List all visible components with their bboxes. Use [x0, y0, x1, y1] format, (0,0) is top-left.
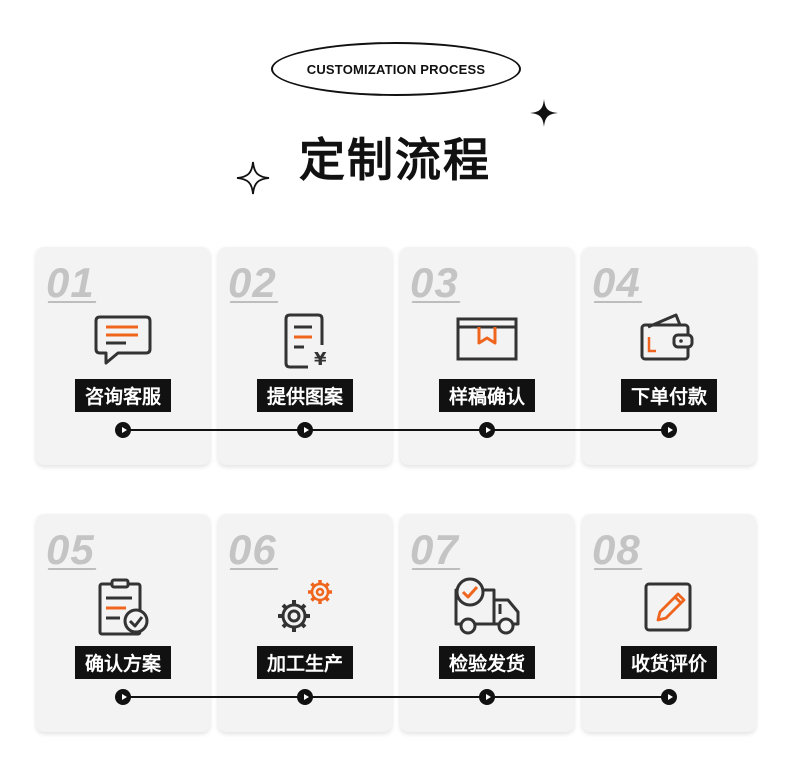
step-card-01: 01 咨询客服: [36, 247, 210, 465]
svg-text:¥: ¥: [314, 349, 327, 370]
step-number: 05: [46, 526, 95, 573]
step-label: 咨询客服: [74, 379, 172, 412]
step-label: 下单付款: [620, 379, 718, 412]
clipboard-check-icon: [98, 578, 149, 636]
step-label: 确认方案: [74, 646, 172, 679]
step-card-06: 06 加工生产: [218, 514, 392, 732]
number-underline: [593, 568, 643, 570]
sparkle-filled-icon: [530, 99, 558, 127]
box-icon: [456, 317, 518, 361]
gears-icon: [278, 580, 332, 632]
step-card-05: 05 确认方案: [36, 514, 210, 732]
sparkle-outline-icon: [236, 161, 270, 195]
number-underline: [229, 301, 279, 303]
timeline-line-row1: [123, 429, 669, 431]
step-label: 提供图案: [256, 379, 354, 412]
step-label: 样稿确认: [438, 379, 536, 412]
timeline-dot: [297, 422, 313, 438]
step-label: 检验发货: [438, 646, 536, 679]
page-title: 定制流程: [299, 133, 491, 187]
edit-review-icon: [644, 582, 692, 632]
step-number: 02: [228, 259, 277, 306]
step-number: 06: [228, 526, 277, 573]
timeline-dot: [297, 689, 313, 705]
wallet-icon: [640, 313, 694, 361]
timeline-line-row2: [123, 696, 669, 698]
step-label: 加工生产: [256, 646, 354, 679]
timeline-dot: [661, 422, 677, 438]
number-underline: [229, 568, 279, 570]
step-card-04: 04 下单付款: [582, 247, 756, 465]
number-underline: [47, 568, 97, 570]
timeline-dot: [115, 422, 131, 438]
number-underline: [411, 568, 461, 570]
number-underline: [593, 301, 643, 303]
delivery-truck-icon: [454, 577, 520, 635]
timeline-dot: [115, 689, 131, 705]
chat-icon: [94, 315, 152, 365]
step-number: 01: [46, 259, 95, 306]
number-underline: [411, 301, 461, 303]
document-price-icon: ¥: [284, 313, 327, 370]
step-number: 07: [410, 526, 459, 573]
step-number: 08: [592, 526, 641, 573]
step-label: 收货评价: [620, 646, 718, 679]
subtitle-pill: CUSTOMIZATION PROCESS: [271, 42, 521, 96]
number-underline: [47, 301, 97, 303]
subtitle-text: CUSTOMIZATION PROCESS: [306, 61, 486, 77]
timeline-dot: [661, 689, 677, 705]
step-number: 03: [410, 259, 459, 306]
step-number: 04: [592, 259, 641, 306]
timeline-dot: [479, 689, 495, 705]
timeline-dot: [479, 422, 495, 438]
